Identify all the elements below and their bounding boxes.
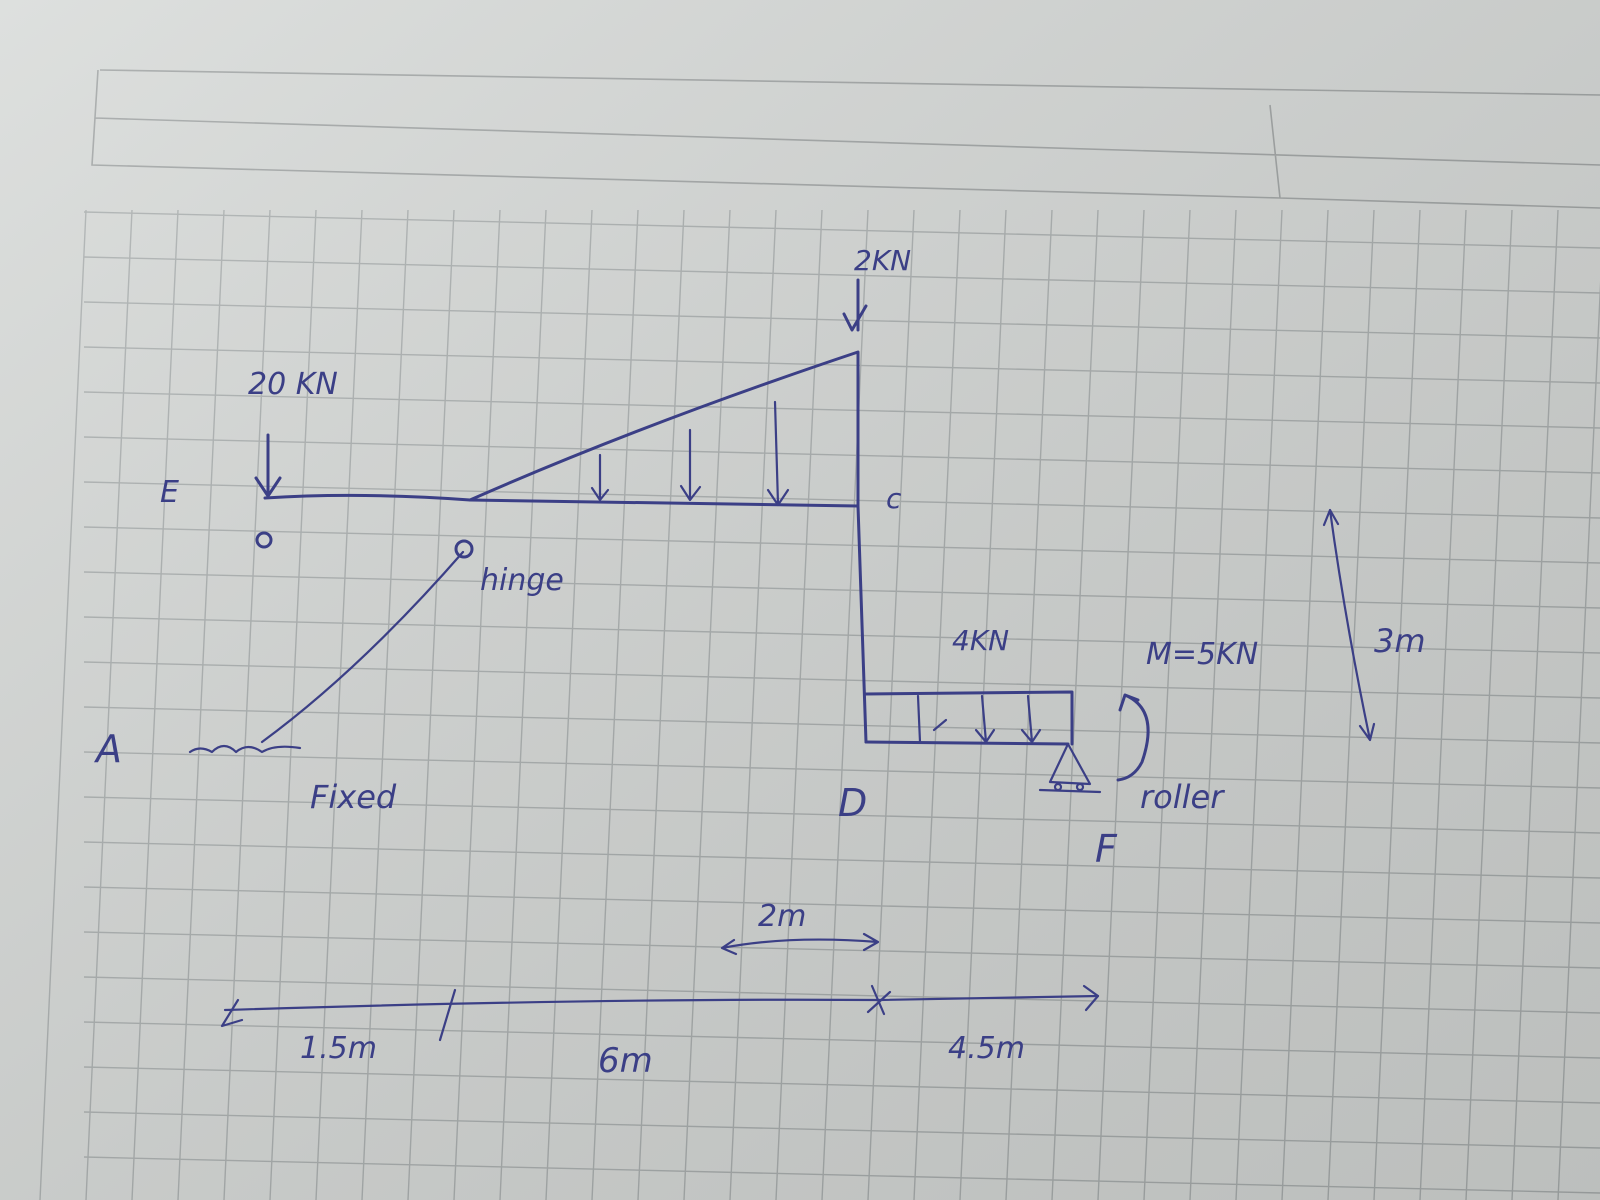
label-d: D: [838, 781, 867, 825]
dim-label-height: 3m: [1374, 622, 1426, 660]
column-c-d: [856, 504, 868, 744]
label-roller: roller: [1140, 778, 1225, 816]
point-load-arrow-icon: [842, 278, 868, 332]
label-e: E: [160, 475, 179, 510]
structure: [188, 278, 1150, 794]
roller-support-icon: [1038, 742, 1102, 794]
label-c: c: [886, 482, 902, 515]
dim-label-2: 6m: [598, 1041, 653, 1081]
dim-label-3: 4.5m: [948, 1031, 1025, 1066]
dim-label-small: 2m: [758, 899, 806, 934]
triangular-load-outline: [468, 350, 860, 508]
moment-arrow-icon: [1116, 693, 1150, 782]
pin-icon: [255, 531, 273, 549]
load-label-top: 2KN: [854, 244, 911, 277]
hinge-icon: [454, 539, 474, 559]
label-f: F: [1095, 827, 1118, 871]
fixed-support-icon: [188, 744, 302, 754]
udl-arrows: [916, 694, 1042, 744]
labels: A E c D F hinge Fixed roller 20 KN 2KN 4…: [93, 244, 1426, 1081]
point-load-arrow-icon: [254, 433, 282, 498]
strut-a-hinge: [260, 550, 465, 744]
span-dimension-line: [220, 984, 1100, 1042]
beam-e-c: [263, 493, 860, 508]
dim-label-1: 1.5m: [300, 1031, 377, 1066]
label-a: A: [93, 727, 122, 771]
load-label-moment: M=5KN: [1146, 637, 1258, 672]
label-hinge: hinge: [480, 563, 564, 598]
label-fixed: Fixed: [310, 778, 397, 816]
small-dimension-line: [720, 932, 880, 956]
load-label-e: 20 KN: [248, 367, 338, 402]
height-dimension: [1322, 508, 1376, 742]
triangular-load-arrows: [590, 400, 790, 507]
load-label-udl: 4KN: [952, 624, 1009, 657]
beam-d-f: [864, 740, 1070, 746]
udl-outline: [864, 690, 1074, 746]
